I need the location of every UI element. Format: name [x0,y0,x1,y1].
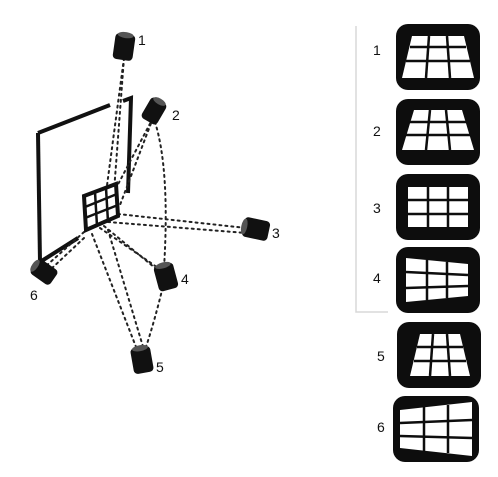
view-thumbnail-4 [396,247,480,313]
camera-sight-lines [45,57,247,353]
view-thumbnail-2 [396,99,480,165]
view-label-3: 3 [373,200,381,216]
camera-4-label: 4 [181,271,189,287]
camera-3 [240,217,271,241]
view-thumbnail-5 [397,322,481,388]
view-thumbnail-3 [396,174,480,240]
camera-5 [130,344,154,374]
scene-illustration: 1 2 3 4 5 6 [30,31,280,375]
view-label-5: 5 [377,348,385,364]
view-label-1: 1 [373,42,381,58]
camera-5-label: 5 [156,359,164,375]
view-label-4: 4 [373,270,381,286]
view-label-6: 6 [377,419,385,435]
camera-6-label: 6 [30,287,38,303]
view-thumbnail-1 [396,24,480,90]
panel-divider [355,26,388,313]
camera-2 [141,97,167,125]
camera-1-label: 1 [138,32,146,48]
camera-3-label: 3 [272,225,280,241]
display-frame [36,95,134,264]
view-thumbnail-6 [393,396,479,462]
view-panel: 1 2 3 4 5 6 [355,24,481,462]
camera-2-label: 2 [172,107,180,123]
view-label-2: 2 [373,123,381,139]
camera-6 [30,259,58,285]
camera-4 [153,261,179,292]
camera-1 [112,31,136,61]
calibration-grid [81,181,121,233]
